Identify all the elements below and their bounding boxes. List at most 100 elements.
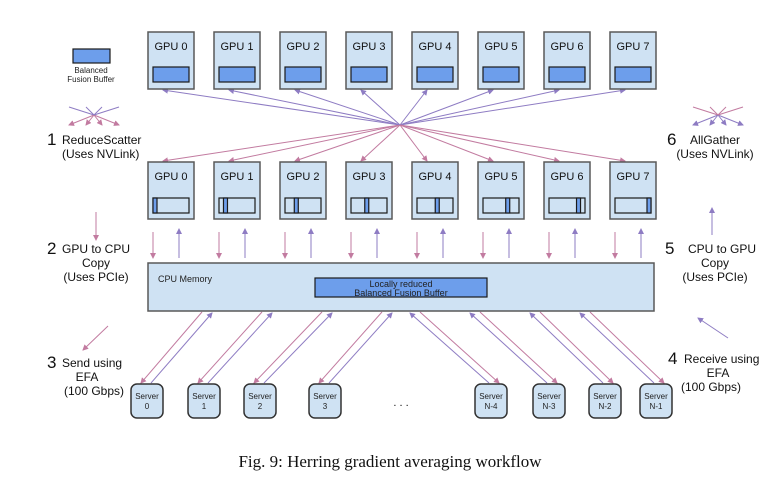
receive-arrow	[150, 312, 213, 384]
buffer-shard	[575, 197, 582, 214]
server-label: Server	[479, 392, 503, 401]
reducescatter-arrow	[228, 124, 401, 163]
server-index: 0	[145, 402, 150, 411]
locally-reduced-buffer	[314, 277, 488, 298]
step-text: EFA	[76, 370, 99, 384]
step-text: (Uses NVLink)	[62, 147, 139, 161]
mid-gpu-3: GPU 3	[345, 161, 393, 220]
step-number: 5	[665, 239, 674, 258]
top-gpu-5: GPU 5	[477, 31, 525, 90]
top-gpu-6: GPU 6	[543, 31, 591, 90]
send-arrow	[253, 311, 323, 384]
server-index: 3	[323, 402, 328, 411]
fusion-buffer	[152, 66, 190, 83]
server-index: N-2	[599, 402, 612, 411]
server-index: N-4	[485, 402, 498, 411]
step-3-label: 3 Send using EFA (100 Gbps)	[47, 353, 124, 398]
server-label: Server	[313, 392, 337, 401]
gpu-label: GPU 1	[220, 171, 253, 183]
reducescatter-arrow	[399, 124, 560, 163]
gpu-label: GPU 7	[616, 41, 649, 53]
partial-buffer	[614, 197, 652, 214]
top-gpu-7: GPU 7	[609, 31, 657, 90]
step-2-label: 2 GPU to CPU Copy (Uses PCIe)	[47, 239, 130, 284]
reducescatter-arrow	[294, 124, 401, 163]
server-box	[187, 383, 221, 419]
top-gpu-4: GPU 4	[411, 31, 459, 90]
gpu-label: GPU 4	[418, 171, 451, 183]
send-arrow	[479, 311, 558, 384]
receive-arrow	[263, 312, 333, 384]
send-arrow	[539, 311, 614, 384]
step-number: 3	[47, 353, 56, 372]
reducescatter-arrow	[399, 124, 626, 164]
step-text: (100 Gbps)	[64, 384, 124, 398]
server-index: N-3	[543, 402, 556, 411]
server-box	[243, 383, 277, 419]
receive-arrow	[409, 312, 490, 384]
server-index: 2	[258, 402, 263, 411]
allgather-arrow	[399, 88, 494, 126]
mid-gpu-5: GPU 5	[477, 161, 525, 220]
server-box	[588, 383, 622, 419]
send-arrow	[419, 311, 500, 384]
server-label: Server	[248, 392, 272, 401]
fusion-buffer	[614, 66, 652, 83]
cpu-memory-label: CPU Memory	[158, 274, 213, 284]
step-number: 2	[47, 239, 56, 258]
partial-buffer	[284, 197, 322, 214]
buffer-shard	[222, 197, 229, 214]
gpu-label: GPU 6	[550, 171, 583, 183]
step-number: 1	[47, 130, 56, 149]
fusion-buffer	[350, 66, 388, 83]
reducescatter-arrow	[360, 124, 401, 162]
gpu-label: GPU 1	[220, 41, 253, 53]
mid-gpu-1: GPU 1	[213, 161, 261, 220]
allgather-arrow	[360, 89, 401, 126]
mid-gpu-2: GPU 2	[279, 161, 327, 220]
server-index: 1	[202, 402, 207, 411]
gpu-label: GPU 7	[616, 171, 649, 183]
legend-buffer-swatch	[72, 48, 111, 64]
gpu-label: GPU 6	[550, 41, 583, 53]
top-gpu-1: GPU 1	[213, 31, 261, 90]
step-6-label: 6 AllGather (Uses NVLink)	[667, 130, 754, 161]
step-text: (Uses PCIe)	[682, 270, 747, 284]
connection-arrows	[68, 87, 744, 384]
step-text: (100 Gbps)	[681, 380, 741, 394]
step-text: Send using	[62, 356, 122, 370]
step4-arrow-icon	[697, 317, 729, 339]
gpu-label: GPU 4	[418, 41, 451, 53]
step3-arrow-icon	[82, 325, 109, 351]
server-box	[130, 383, 164, 419]
allgather-arrow	[294, 88, 401, 126]
step-number: 4	[668, 349, 677, 368]
step-4-label: 4 Receive using EFA (100 Gbps)	[668, 349, 759, 394]
step-text: ReduceScatter	[62, 133, 141, 147]
buffer-shard	[364, 197, 370, 214]
reducescatter-arrow	[399, 124, 494, 162]
gpu-label: GPU 3	[352, 171, 385, 183]
step-5-label: 5 CPU to GPU Copy (Uses PCIe)	[665, 239, 756, 284]
cpu-buffer-label-2: Balanced Fusion Buffer	[354, 288, 447, 298]
gpu-label: GPU 5	[484, 171, 517, 183]
fusion-buffer	[284, 66, 322, 83]
mid-gpu-6: GPU 6	[543, 161, 591, 220]
send-arrow	[589, 311, 665, 384]
reducescatter-arrow	[399, 124, 428, 162]
buffer-shard	[505, 197, 511, 214]
server-label: Server	[644, 392, 668, 401]
top-gpu-3: GPU 3	[345, 31, 393, 90]
server-box	[474, 383, 508, 419]
step-text: (Uses PCIe)	[63, 270, 128, 284]
send-arrow	[197, 311, 263, 384]
